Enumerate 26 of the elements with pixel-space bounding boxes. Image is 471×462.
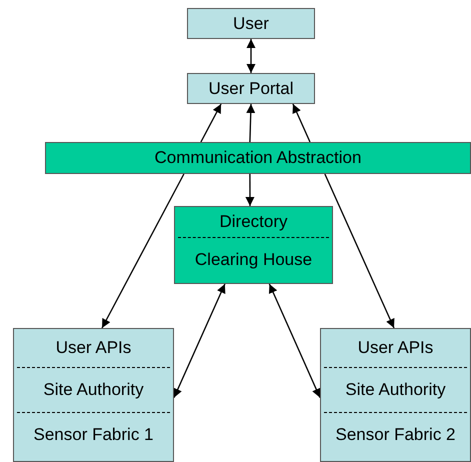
node-label: Clearing House [194, 250, 312, 269]
node-label: User Portal [208, 78, 294, 98]
component-box [174, 206, 333, 284]
arrow [200, 104, 222, 142]
arrow [324, 174, 395, 328]
node-label: Site Authority [345, 380, 446, 399]
node-label: User [233, 14, 269, 32]
arrow [245, 174, 254, 206]
component-box [320, 328, 471, 462]
arrow [246, 104, 256, 142]
arrow [101, 174, 184, 328]
node-label: Directory [219, 212, 288, 231]
node-label: Sensor Fabric 2 [336, 425, 456, 444]
node-label: Site Authority [43, 380, 144, 399]
node-label: User APIs [56, 338, 132, 357]
node-label: User APIs [358, 338, 434, 357]
component-box [187, 8, 315, 39]
arrow [246, 39, 256, 73]
arrow [292, 104, 311, 142]
layer-band [45, 142, 471, 174]
component-box [187, 73, 315, 104]
arrow [173, 284, 226, 398]
component-box [13, 328, 174, 462]
arrow [268, 284, 321, 398]
node-label: Sensor Fabric 1 [34, 425, 154, 444]
node-label: Communication Abstraction [154, 148, 362, 167]
